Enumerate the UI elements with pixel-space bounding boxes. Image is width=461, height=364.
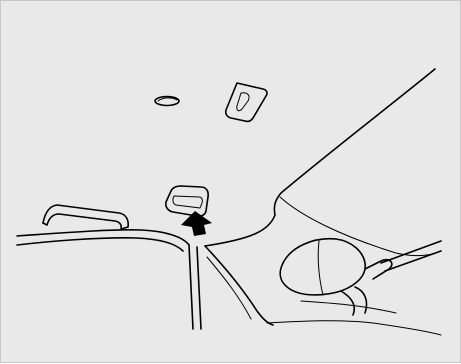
overhead-switch-icon	[166, 186, 208, 216]
ceiling-light-icon	[155, 97, 179, 106]
grab-handle-icon	[43, 205, 128, 229]
b-pillar-back-line	[197, 247, 201, 329]
rear-door-frame-line	[205, 246, 273, 325]
b-pillar-line	[189, 245, 193, 329]
headliner-edge-line	[280, 197, 436, 256]
rear-door-inner-line	[207, 257, 251, 319]
map-light-icon	[226, 83, 267, 121]
windshield-pillar-line	[205, 69, 435, 246]
roof-edge-lower-line	[17, 238, 183, 251]
seat-icon	[267, 239, 441, 335]
